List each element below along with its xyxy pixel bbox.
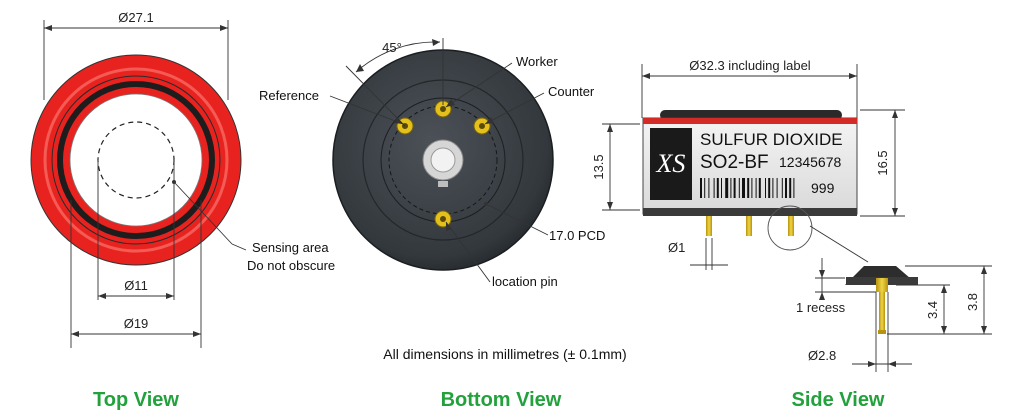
label-model: SO2-BF (700, 152, 769, 173)
pin-counter (473, 117, 491, 135)
barcode-bar (721, 178, 722, 198)
barcode-bar (738, 178, 740, 198)
pin-location (434, 210, 452, 228)
location-pin-label: location pin (492, 274, 558, 289)
barcode-bar (713, 178, 715, 198)
svg-text:XS: XS (656, 149, 686, 178)
barcode-bar (765, 178, 766, 198)
barcode-bar (730, 178, 732, 198)
pin-worker (434, 100, 452, 118)
barcode-bar (789, 178, 792, 198)
pcd-label: 17.0 PCD (549, 228, 605, 243)
barcode-bar (776, 178, 778, 198)
dim-body-height: 13.5 (591, 154, 606, 179)
barcode-bar (708, 178, 710, 198)
barcode-bar (751, 178, 753, 198)
label-gas-name: SULFUR DIOXIDE (700, 130, 843, 149)
barcode-bar (704, 178, 706, 198)
barcode-bar (700, 178, 702, 198)
barcode-bar (755, 178, 757, 198)
xs-logo: XS (650, 128, 692, 200)
top-view-title: Top View (93, 389, 179, 411)
side-view-title: Side View (791, 389, 884, 411)
recess-label: 1 recess (796, 300, 846, 315)
barcode-bar (793, 178, 795, 198)
barcode-bar (768, 178, 771, 198)
sensing-area-label: Sensing area (252, 240, 329, 255)
barcode-bar (772, 178, 774, 198)
dim-total-height: 16.5 (875, 150, 890, 175)
angle-45-label: 45° (382, 40, 402, 55)
dim-2-8: Ø2.8 (808, 348, 836, 363)
pin-detail (845, 266, 918, 334)
barcode-bar (747, 178, 750, 198)
dim-outer-diameter: Ø27.1 (118, 10, 153, 25)
barcode-bar (785, 178, 787, 198)
barcode-bar (758, 178, 761, 198)
dim-3-4: 3.4 (925, 301, 940, 319)
barcode-bar (742, 178, 745, 198)
barcode (700, 178, 795, 198)
counter-label: Counter (548, 84, 595, 99)
barcode-bar (716, 178, 719, 198)
bottom-view-title: Bottom View (441, 389, 562, 411)
dim-sensing-diameter: Ø11 (124, 278, 148, 293)
dim-mid-diameter: Ø19 (124, 316, 149, 331)
top-view: Ø27.1 Ø11 Ø19 Sensing area Do not obscur… (30, 10, 335, 411)
bottom-view: 45° Reference Worker Counter 17.0 PCD lo… (259, 38, 605, 411)
side-pin-3 (788, 216, 794, 236)
dim-pin-diameter: Ø1 (668, 240, 685, 255)
reference-label: Reference (259, 88, 319, 103)
barcode-bar (733, 178, 736, 198)
dim-width: Ø32.3 including label (689, 58, 811, 73)
barcode-bar (725, 178, 729, 198)
dimensions-footnote: All dimensions in millimetres (± 0.1mm) (383, 346, 626, 362)
side-view: Ø32.3 including label XS SULFUR DIOXIDE … (591, 58, 992, 411)
dim-3-8: 3.8 (965, 293, 980, 311)
do-not-obscure-label: Do not obscure (247, 258, 335, 273)
barcode-bar (781, 178, 783, 198)
side-pin-2 (746, 216, 752, 236)
side-pin-1 (706, 216, 712, 236)
label-serial: 12345678 (779, 154, 842, 170)
label-code: 999 (811, 180, 835, 196)
worker-label: Worker (516, 54, 558, 69)
